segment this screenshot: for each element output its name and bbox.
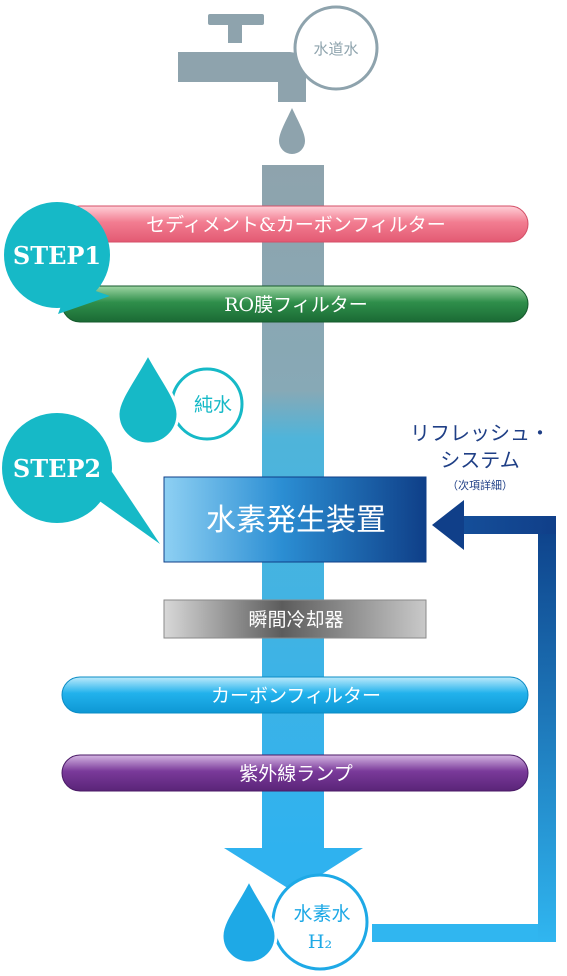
carbon-filter: カーボンフィルター <box>61 676 529 714</box>
hydrogen-water-label: 水素水 <box>293 903 350 925</box>
refresh-system-text: リフレッシュ・ システム （次項詳細） <box>410 421 550 492</box>
faucet-icon <box>178 14 307 102</box>
droplet-icon <box>279 108 305 154</box>
hydrogen-generator: 水素発生装置 <box>163 476 427 563</box>
refresh-title-line1: リフレッシュ・ <box>410 421 550 445</box>
instant-cooler-label: 瞬間冷却器 <box>248 609 343 631</box>
carbon-filter-label: カーボンフィルター <box>211 685 381 707</box>
step1-label: STEP1 <box>13 241 101 270</box>
hydrogen-generator-label: 水素発生装置 <box>206 503 386 538</box>
step2-bubble: STEP2 <box>2 413 160 544</box>
refresh-note: （次項詳細） <box>447 478 513 492</box>
sediment-carbon-filter: セディメント&カーボンフィルター <box>61 205 529 243</box>
output-droplet-icon <box>220 876 278 965</box>
stream-arrowhead <box>224 848 363 892</box>
uv-lamp: 紫外線ランプ <box>61 754 529 792</box>
sediment-carbon-filter-label: セディメント&カーボンフィルター <box>146 214 446 236</box>
instant-cooler: 瞬間冷却器 <box>163 599 427 639</box>
ro-membrane-filter: RO膜フィルター <box>61 285 529 323</box>
tap-water-badge: 水道水 <box>293 5 379 91</box>
step2-label: STEP2 <box>13 454 101 483</box>
refresh-return-arrow <box>372 500 556 942</box>
hydrogen-water-output: 水素水 H₂ <box>220 873 369 971</box>
hydrogen-formula: H₂ <box>308 931 332 953</box>
uv-lamp-label: 紫外線ランプ <box>239 763 352 785</box>
refresh-title-line2: システム <box>440 448 519 472</box>
ro-membrane-filter-label: RO膜フィルター <box>224 294 368 316</box>
pure-water-droplet-icon <box>116 350 180 446</box>
pure-water-marker: 純水 <box>116 350 244 446</box>
pure-water-label: 純水 <box>194 394 232 416</box>
tap-water-label: 水道水 <box>313 40 358 58</box>
step1-bubble: STEP1 <box>4 202 110 314</box>
